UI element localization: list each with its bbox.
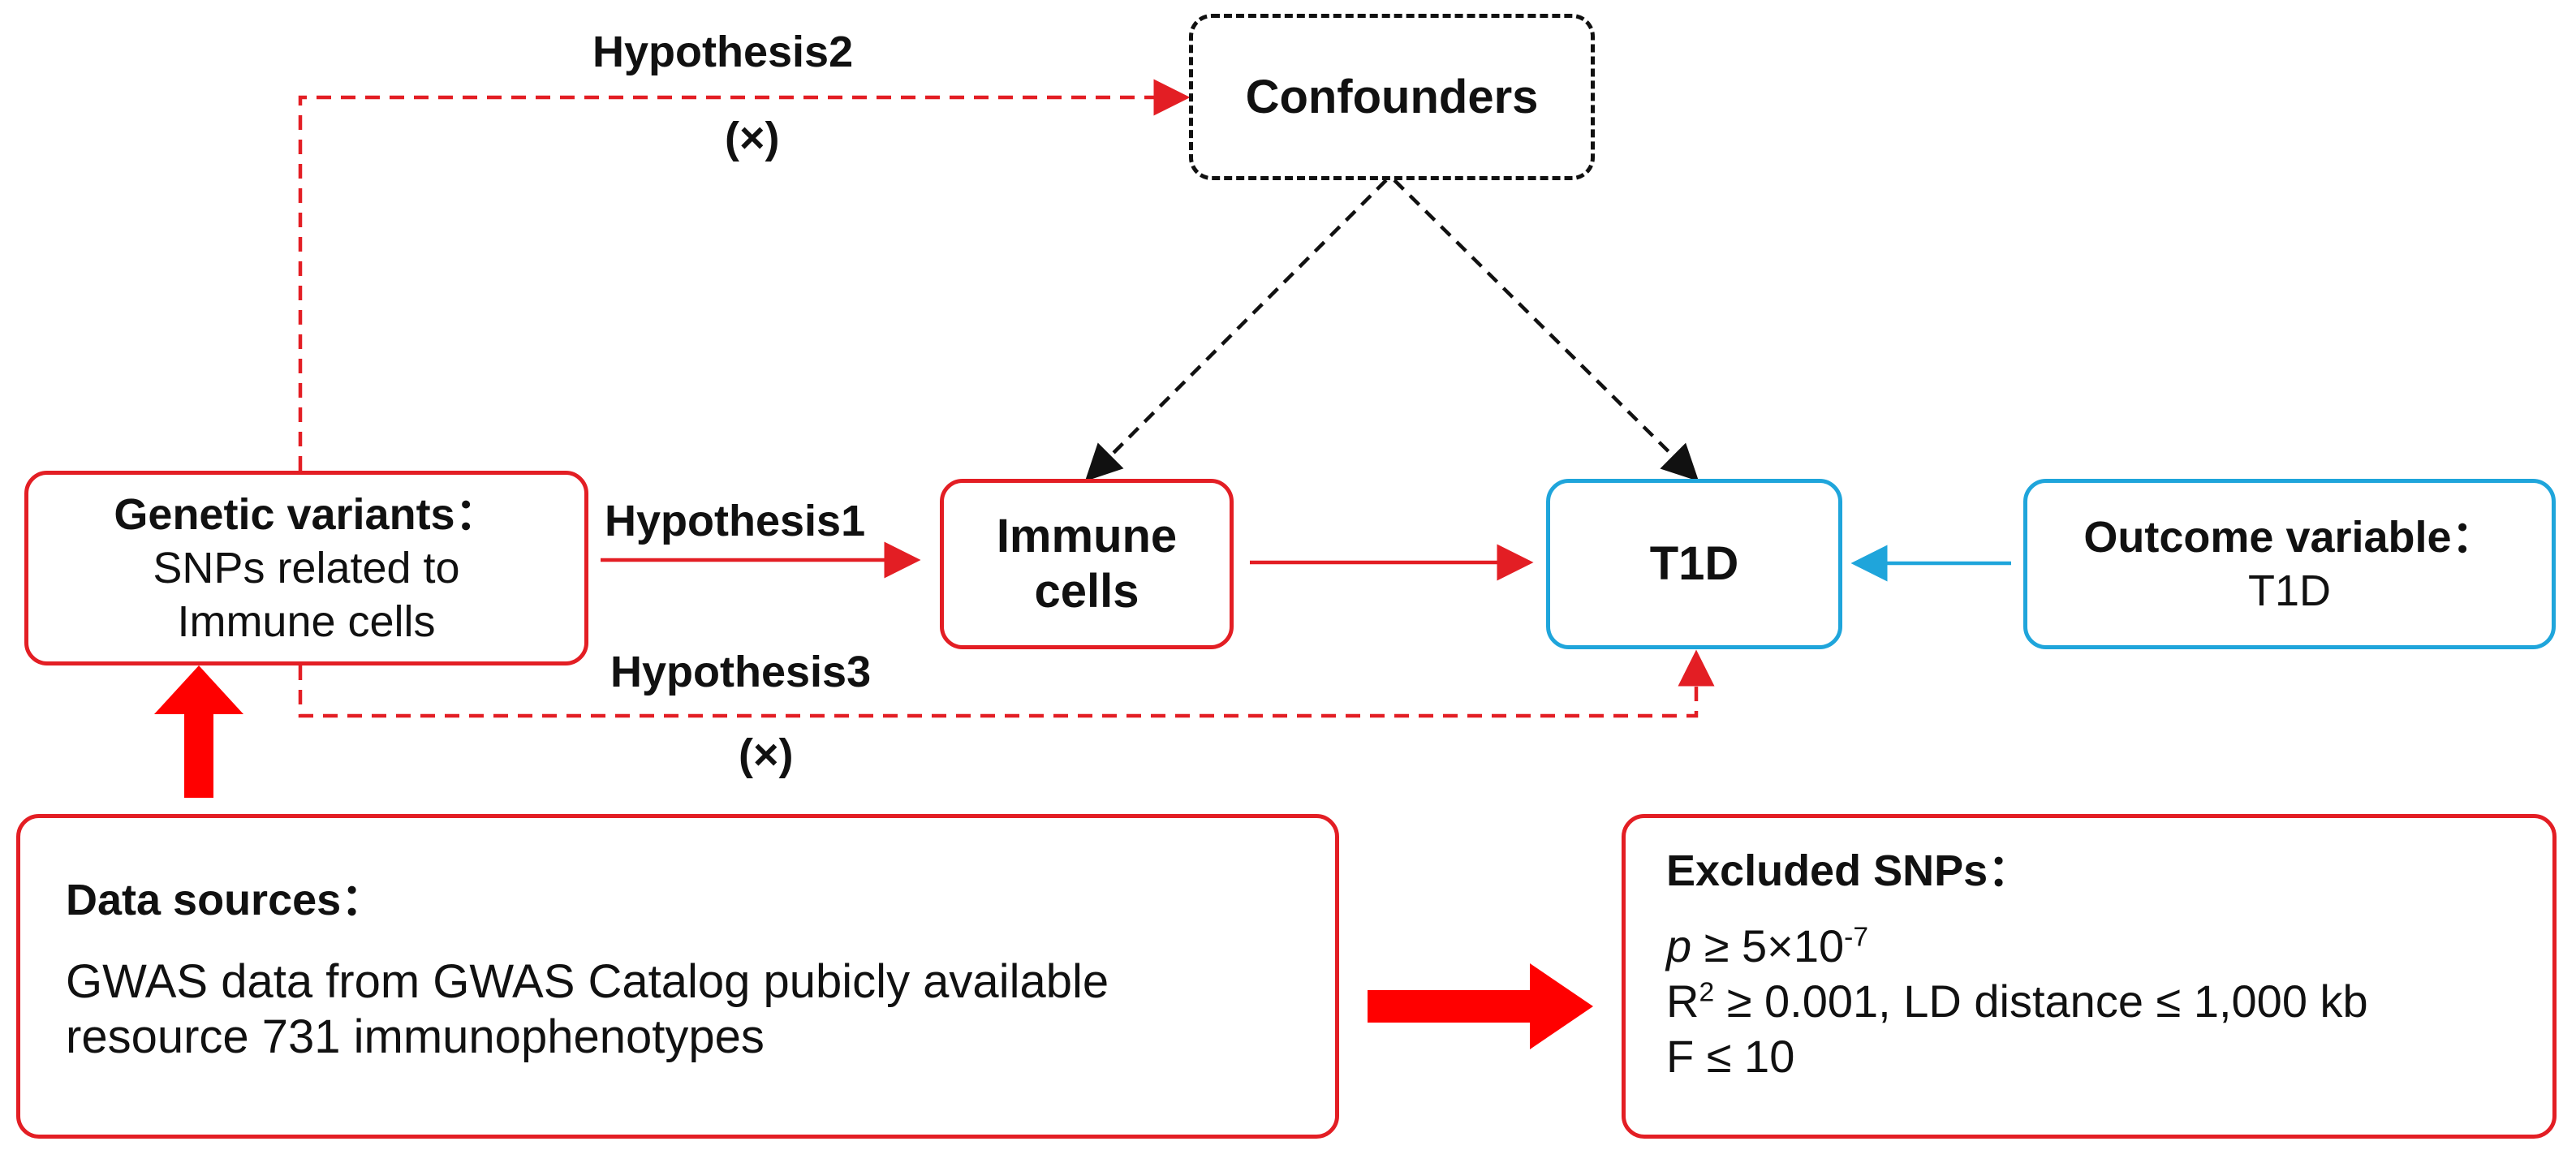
data-sources-line1: GWAS data from GWAS Catalog pubicly avai… bbox=[66, 955, 1109, 1008]
t1d-node: T1D bbox=[1546, 479, 1842, 649]
hypothesis3-label: Hypothesis3 bbox=[610, 648, 872, 696]
immune-cells-line2: cells bbox=[1034, 565, 1139, 618]
confounders-to-t1d-arrow bbox=[1393, 179, 1699, 482]
confounders-label: Confounders bbox=[1245, 70, 1539, 123]
data-sources-title: Data sources： bbox=[66, 876, 386, 924]
p-threshold-exponent: -7 bbox=[1844, 922, 1869, 953]
r-exponent: 2 bbox=[1699, 977, 1715, 1008]
genetic-variants-title: Genetic variants： bbox=[114, 490, 499, 539]
hypothesis3-arrow bbox=[298, 649, 1715, 718]
excluded-r2-threshold: R2 ≥ 0.001, LD distance ≤ 1,000 kb bbox=[1666, 974, 2368, 1029]
p-threshold-text: ≥ 5×10 bbox=[1691, 920, 1845, 971]
genetic-variants-line2: Immune cells bbox=[177, 597, 436, 646]
outcome-variable-title: Outcome variable： bbox=[2083, 513, 2496, 562]
data-sources-node: Data sources： GWAS data from GWAS Catalo… bbox=[16, 814, 1339, 1139]
r2-threshold-text: ≥ 0.001, LD distance ≤ 1,000 kb bbox=[1714, 976, 2368, 1027]
excluded-snps-title: Excluded SNPs： bbox=[1666, 846, 2032, 895]
t1d-label: T1D bbox=[1649, 537, 1739, 590]
data-to-excluded-arrow bbox=[1368, 963, 1593, 1049]
excluded-f-threshold: F ≤ 10 bbox=[1666, 1031, 1795, 1082]
confounders-to-immune-arrow bbox=[1084, 179, 1388, 482]
genetic-variants-line1: SNPs related to bbox=[153, 544, 460, 592]
excluded-snps-node: Excluded SNPs： p ≥ 5×10-7 R2 ≥ 0.001, LD… bbox=[1622, 814, 2557, 1139]
hypothesis1-label: Hypothesis1 bbox=[605, 497, 866, 545]
genetic-variants-node: Genetic variants： SNPs related to Immune… bbox=[24, 471, 588, 665]
excluded-p-threshold: p ≥ 5×10-7 bbox=[1666, 919, 1868, 974]
immune-cells-line1: Immune bbox=[996, 510, 1178, 562]
hypothesis2-label: Hypothesis2 bbox=[592, 28, 854, 76]
hypothesis2-arrow bbox=[298, 79, 1191, 471]
data-to-genetic-arrow bbox=[154, 665, 243, 798]
immune-cells-node: Immune cells bbox=[940, 479, 1234, 649]
data-sources-line2: resource 731 immunophenotypes bbox=[66, 1010, 765, 1063]
r-symbol: R bbox=[1666, 976, 1699, 1027]
p-symbol: p bbox=[1666, 920, 1692, 971]
hypothesis2-invalid-mark: (×) bbox=[725, 114, 780, 162]
confounders-node: Confounders bbox=[1189, 14, 1595, 180]
outcome-variable-node: Outcome variable： T1D bbox=[2023, 479, 2556, 649]
outcome-variable-value: T1D bbox=[2247, 566, 2331, 615]
hypothesis3-invalid-mark: (×) bbox=[739, 730, 794, 779]
